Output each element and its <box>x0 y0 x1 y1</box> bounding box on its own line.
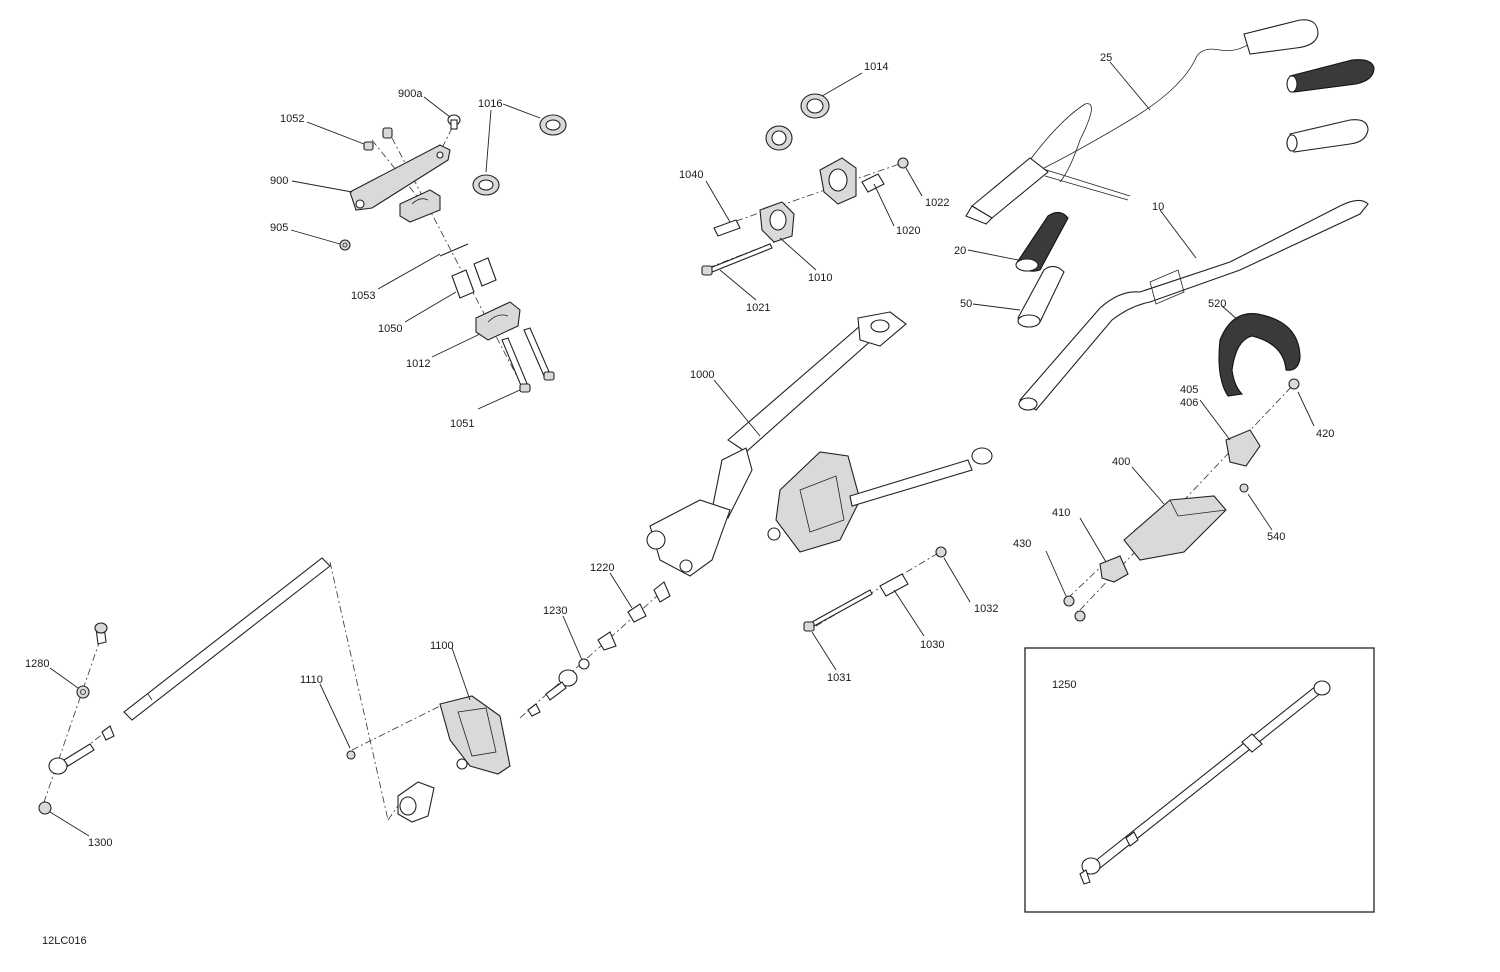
diagram-id: 12LC016 <box>42 935 87 947</box>
callout-900a: 900a <box>398 88 423 100</box>
callout-1021: 1021 <box>746 302 770 314</box>
callout-410: 410 <box>1052 507 1070 519</box>
callout-430: 430 <box>1013 538 1031 550</box>
callout-1040: 1040 <box>679 169 703 181</box>
callout-1031: 1031 <box>827 672 851 684</box>
part-905-nut <box>339 239 351 251</box>
callout-520: 520 <box>1208 298 1226 310</box>
callout-1250: 1250 <box>1052 679 1076 691</box>
callout-1012: 1012 <box>406 358 430 370</box>
part-1052-nut <box>363 127 393 151</box>
part-1016-bushing <box>472 114 567 196</box>
part-900-bracket <box>349 144 451 211</box>
callout-405: 405 <box>1180 384 1198 396</box>
linkage-chain-group <box>519 581 671 719</box>
part-400-block <box>1123 495 1227 561</box>
callout-1030: 1030 <box>920 639 944 651</box>
part-1100-housing <box>439 695 511 775</box>
part-1000-column <box>711 311 907 519</box>
callout-905: 905 <box>270 222 288 234</box>
part-clamp-upper <box>399 189 441 223</box>
callout-1100: 1100 <box>430 640 454 652</box>
part-520-pad <box>1218 312 1301 397</box>
part-1051-bolt <box>501 327 555 393</box>
callout-406: 406 <box>1180 397 1198 409</box>
callout-1022: 1022 <box>925 197 949 209</box>
callout-1051: 1051 <box>450 418 474 430</box>
part-20-grip <box>1015 211 1069 272</box>
callout-1052: 1052 <box>280 113 304 125</box>
part-throttle-housing <box>965 157 1049 225</box>
clamp-assembly-group <box>339 114 567 393</box>
part-50-sleeve <box>1017 265 1065 328</box>
callout-1000: 1000 <box>690 369 714 381</box>
part-1014-ring <box>765 93 830 151</box>
callout-1014: 1014 <box>864 61 888 73</box>
callout-1050: 1050 <box>378 323 402 335</box>
callout-10: 10 <box>1152 201 1164 213</box>
part-900a-screw <box>447 114 461 130</box>
callout-labels: 900a 1016 1052 900 905 1053 1050 1012 10… <box>25 52 1334 849</box>
lower-cable-group <box>38 557 511 823</box>
callout-1230: 1230 <box>543 605 567 617</box>
part-1010-housing <box>759 201 795 243</box>
callout-20: 20 <box>954 245 966 257</box>
callout-1020: 1020 <box>896 225 920 237</box>
callout-1010: 1010 <box>808 272 832 284</box>
callout-1280: 1280 <box>25 658 49 670</box>
callout-1110: 1110 <box>300 674 323 686</box>
callout-1016: 1016 <box>478 98 502 110</box>
part-steering-cover <box>767 451 861 553</box>
callout-540: 540 <box>1267 531 1285 543</box>
callout-400: 400 <box>1112 456 1130 468</box>
leader-lines <box>49 61 1315 837</box>
callout-1300: 1300 <box>88 837 112 849</box>
callout-1220: 1220 <box>590 562 614 574</box>
inset-1250 <box>1024 647 1375 913</box>
callout-420: 420 <box>1316 428 1334 440</box>
part-pitman-arm <box>646 499 731 577</box>
part-grip-dark <box>1286 59 1375 93</box>
callout-50: 50 <box>960 298 972 310</box>
callout-1032: 1032 <box>974 603 998 615</box>
pivot-assembly-group <box>701 93 909 276</box>
steering-column-group <box>646 311 993 577</box>
part-1012-clamp <box>475 301 521 341</box>
part-1050-spacer <box>451 257 497 299</box>
block-400-group <box>1063 378 1300 622</box>
callout-1053: 1053 <box>351 290 375 302</box>
bolt-1030-group <box>803 546 947 632</box>
part-10-handlebar <box>1018 199 1369 411</box>
handlebar-group <box>965 19 1375 411</box>
callout-900: 900 <box>270 175 288 187</box>
callout-25: 25 <box>1100 52 1112 64</box>
